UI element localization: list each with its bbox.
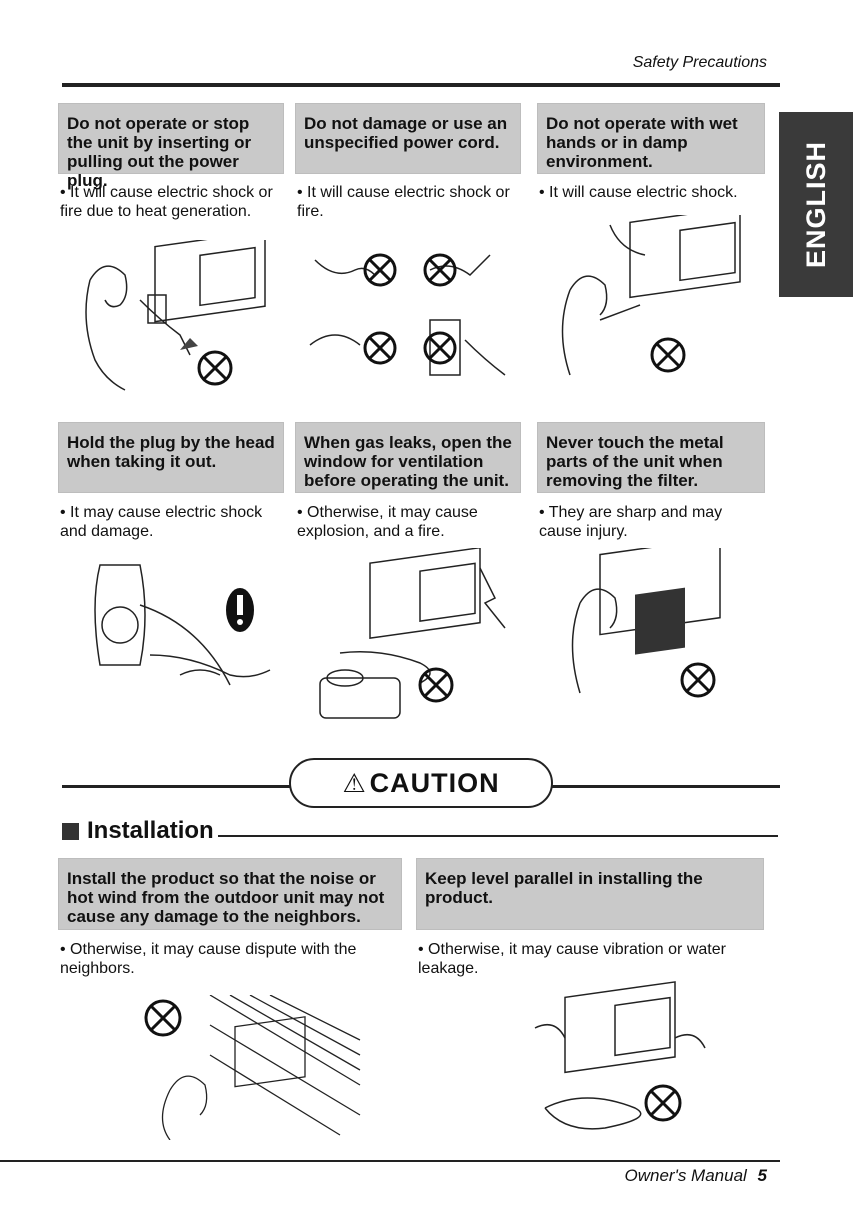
caution-pill: ⚠ CAUTION	[289, 758, 553, 808]
warning-text-5: • Otherwise, it may cause explosion, and…	[297, 504, 478, 540]
outdoor-noise-illustration	[144, 995, 361, 1140]
header-rule	[62, 83, 780, 87]
unplugging-illustration	[85, 240, 266, 391]
caution-label: CAUTION	[369, 767, 500, 798]
caution-text-2: • Otherwise, it may cause vibration or w…	[418, 941, 726, 977]
warning-heading-1: Do not operate or stop the unit by inser…	[58, 103, 284, 190]
language-tab: ENGLISH	[779, 112, 853, 297]
warning-text-2: • It will cause electric shock or fire.	[297, 184, 510, 220]
warning-heading-3: Do not operate with wet hands or in damp…	[537, 103, 765, 174]
caution-text-1: • Otherwise, it may cause dispute with t…	[60, 941, 357, 977]
caution-heading-1: Install the product so that the noise or…	[58, 858, 402, 930]
filter-removal-illustration	[571, 548, 721, 698]
gas-leak-illustration	[319, 548, 506, 719]
warning-heading-5: When gas leaks, open the window for vent…	[295, 422, 521, 493]
warning-heading-4: Hold the plug by the head when taking it…	[58, 422, 284, 493]
level-install-illustration	[534, 981, 706, 1130]
section-square-icon	[62, 822, 79, 840]
damaged-cord-illustration	[309, 253, 506, 376]
wet-hands-illustration	[561, 215, 741, 376]
plug-head-illustration	[94, 564, 271, 686]
caution-rule-left	[62, 785, 290, 788]
page-number: 5	[757, 1166, 767, 1185]
caution-heading-2: Keep level parallel in installing the pr…	[416, 858, 764, 930]
section-rule	[218, 835, 778, 837]
warning-text-3: • It will cause electric shock.	[539, 184, 738, 201]
section-title: Installation	[87, 817, 214, 844]
warning-text-1: • It will cause electric shock or fire d…	[60, 184, 273, 220]
warning-text-6: • They are sharp and may cause injury.	[539, 504, 723, 540]
footer-manual-label: Owner's Manual	[624, 1166, 747, 1185]
warning-text-4: • It may cause electric shock and damage…	[60, 504, 263, 540]
caution-banner: ⚠ CAUTION	[62, 758, 780, 808]
caution-rule-right	[552, 785, 780, 788]
warning-triangle-icon: ⚠	[342, 767, 366, 798]
language-tab-label: ENGLISH	[800, 140, 831, 268]
warning-heading-2: Do not damage or use an unspecified powe…	[295, 103, 521, 174]
footer: Owner's Manual 5	[625, 1166, 768, 1186]
footer-rule	[0, 1160, 780, 1162]
page-header-title: Safety Precautions	[632, 54, 767, 71]
warning-heading-6: Never touch the metal parts of the unit …	[537, 422, 765, 493]
installation-section-heading: Installation	[62, 817, 214, 845]
